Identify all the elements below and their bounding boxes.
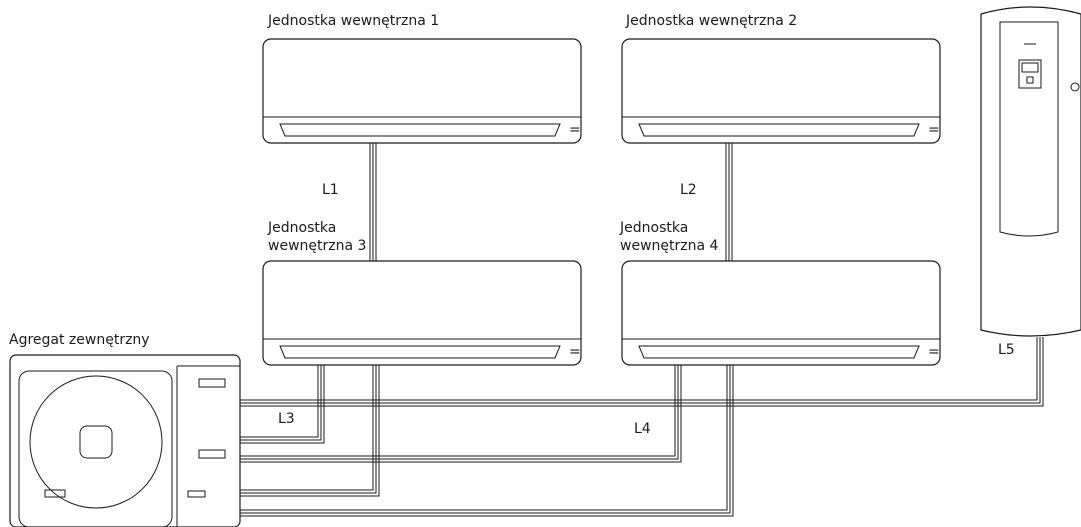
status-led-icon [1070,82,1080,92]
pipe-l4 [240,365,682,463]
vent-symbol: = [569,344,581,360]
outdoor-unit-label: Agregat zewnętrzny [9,332,150,348]
indoor-unit-4: = [621,260,941,366]
pipe-label-l2: L2 [680,182,697,198]
fan-grille-icon [29,375,163,509]
hydrobox-unit [980,6,1081,337]
indoor-unit-3-label-line1: Jednostka [267,220,336,236]
indoor-unit-1: = [262,38,582,144]
pipe-l5 [240,337,1044,407]
pipe-unit-3-feed [240,365,380,497]
indoor-unit-4-label-line2: wewnętrzna 4 [620,238,718,254]
pipe-l1 [369,143,377,261]
indoor-unit-2: = [621,38,941,144]
vent-symbol: = [928,122,940,138]
pipe-label-l1: L1 [322,182,339,198]
pipe-l2 [725,143,733,261]
indoor-unit-4-label-line1: Jednostka [619,220,688,236]
indoor-unit-2-label: Jednostka wewnętrzna 2 [625,13,797,29]
outdoor-unit [9,354,241,527]
pipe-label-l5: L5 [998,342,1015,358]
indoor-unit-3: = [262,260,582,366]
indoor-unit-3-label-line2: wewnętrzna 3 [268,238,366,254]
indoor-unit-1-label: Jednostka wewnętrzna 1 [267,13,439,29]
vent-symbol: = [928,344,940,360]
pipe-unit-4-feed [240,365,734,517]
pipe-l3 [240,365,325,444]
pipe-label-l4: L4 [634,421,651,437]
pipe-label-l3: L3 [278,411,295,427]
vent-symbol: = [569,122,581,138]
